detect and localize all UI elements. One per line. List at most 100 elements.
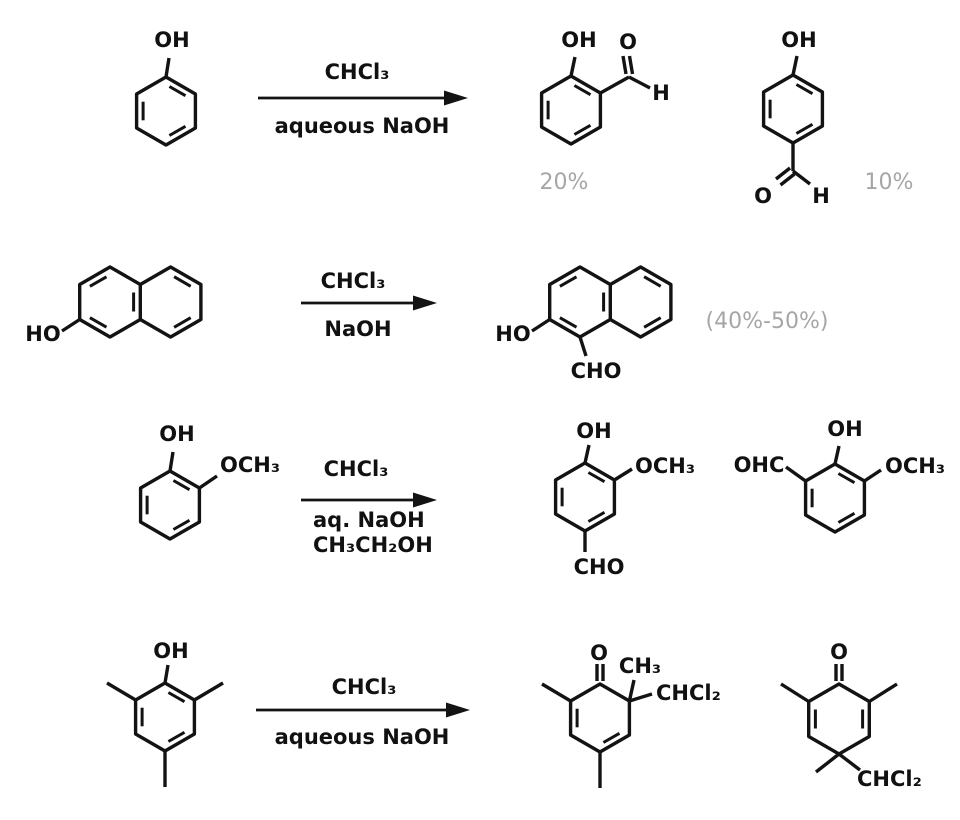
ho-label: HO: [495, 322, 530, 346]
cyclohexadienone-ring: [807, 682, 871, 756]
naphthalene-left-ring: [78, 265, 142, 339]
oh-label: OH: [781, 28, 816, 52]
ho-bond: [531, 318, 551, 333]
carbonyl-o-label: O: [590, 641, 608, 665]
yield-label: 20%: [540, 170, 589, 195]
reagent-below: NaOH: [324, 317, 391, 341]
oh-label: OH: [576, 419, 611, 443]
c-o-double-2: [627, 55, 635, 75]
cyclohexadienone-ring: [568, 682, 632, 754]
naphthalene-right-ring: [139, 265, 203, 339]
oh-label: OH: [153, 639, 188, 663]
benzene-ring: [553, 461, 617, 533]
arrow-head: [413, 295, 437, 311]
benzene-ring: [803, 462, 867, 534]
arrow-head: [446, 702, 470, 718]
reagent-below-2: CH₃CH₂OH: [313, 533, 433, 557]
double-bond: [587, 471, 606, 484]
oh-bond: [833, 445, 841, 465]
reagent-below: aqueous NaOH: [275, 725, 450, 749]
ring-cho-bond: [599, 75, 630, 95]
salicylaldehyde-structure: OH O H 20%: [540, 28, 670, 195]
oh-bond: [583, 444, 591, 464]
ho-label: HO: [25, 322, 60, 346]
aldehyde-h-label: H: [812, 184, 830, 208]
double-bond: [573, 123, 592, 136]
oh-label: OH: [561, 28, 596, 52]
reaction-arrow: CHCl₃ NaOH: [301, 269, 437, 341]
chcl2-bond: [837, 752, 862, 772]
benzene-ring: [134, 75, 198, 147]
c-o-double-1: [621, 55, 628, 75]
dienone-ortho-structure: O CH₃ CHCl₂: [541, 641, 721, 788]
c-h-bond: [791, 169, 812, 186]
reagent-above: CHCl₃: [321, 269, 386, 293]
ohc-label: OHC: [734, 453, 785, 477]
ortho-vanillin-structure: OH OHC OCH₃: [734, 417, 945, 534]
och3-bond: [198, 474, 218, 490]
double-bond: [168, 124, 187, 137]
oh-label: OH: [154, 28, 189, 52]
oh-bond: [163, 664, 170, 684]
double-bond: [559, 316, 578, 329]
reagent-below: aqueous NaOH: [275, 114, 450, 138]
naphthol-structure: HO: [25, 265, 203, 346]
och3-bond: [613, 467, 633, 482]
double-bond: [837, 472, 856, 485]
benzene-ring: [138, 469, 202, 541]
reaction-4: OH CHCl₃ aqueous NaOH O CH₃ CHCl₂: [106, 639, 922, 791]
naphthalene-left-ring: [548, 265, 612, 339]
double-bond: [795, 122, 814, 135]
chcl2-label: CHCl₂: [857, 767, 922, 791]
och3-label: OCH₃: [635, 454, 695, 478]
arrow-head: [413, 492, 437, 508]
reagent-below: aq. NaOH: [313, 508, 425, 532]
reaction-3: OH OCH₃ CHCl₃ aq. NaOH CH₃CH₂OH OH OCH₃ …: [138, 417, 945, 579]
oh-bond: [168, 451, 175, 472]
double-bond: [643, 275, 662, 288]
oh-bond: [791, 55, 799, 76]
reaction-1: OH CHCl₃ aqueous NaOH OH O H 20%: [134, 28, 913, 208]
double-bond: [602, 731, 621, 744]
methyl-bond: [780, 682, 810, 703]
oh-label: OH: [827, 417, 862, 441]
benzene-ring: [133, 681, 197, 753]
aldehyde-h-label: H: [652, 81, 670, 105]
arrow-head: [444, 90, 468, 106]
c-o-double-2: [779, 172, 796, 187]
reagent-above: CHCl₃: [332, 675, 397, 699]
c-o-double-1: [774, 166, 792, 181]
c-h-bond: [628, 75, 651, 90]
double-bond: [167, 730, 186, 743]
och3-label: OCH₃: [220, 453, 280, 477]
double-bond: [167, 691, 186, 704]
cho-label: CHO: [574, 555, 625, 579]
benzene-ring: [539, 74, 603, 146]
phenol-structure: OH: [134, 28, 198, 147]
hydroxynaphthaldehyde-structure: HO CHO (40%-50%): [495, 265, 829, 383]
naphthalene-right-ring: [609, 265, 673, 339]
carbonyl-o-label: O: [830, 640, 848, 664]
reagent-above: CHCl₃: [324, 457, 389, 481]
yield-label: (40%-50%): [706, 309, 829, 334]
reagent-above: CHCl₃: [325, 60, 390, 84]
double-bond: [172, 479, 191, 492]
double-bond: [172, 518, 191, 531]
double-bond: [795, 83, 814, 96]
double-bond: [573, 84, 592, 97]
ohc-bond: [785, 465, 807, 483]
double-bond: [89, 316, 108, 329]
carbonyl-o-label: O: [754, 184, 772, 208]
para-hydroxybenzaldehyde-structure: OH O H 10%: [754, 28, 913, 208]
oh-bond: [569, 56, 577, 77]
reaction-arrow: CHCl₃ aqueous NaOH: [258, 60, 468, 138]
oh-bond: [164, 57, 171, 78]
reaction-arrow: CHCl₃ aqueous NaOH: [256, 675, 470, 749]
och3-bond: [863, 468, 882, 483]
och3-label: OCH₃: [885, 454, 945, 478]
vanillin-structure: OH OCH₃ CHO: [553, 419, 695, 579]
cho-bond: [578, 336, 588, 357]
chcl2-label: CHCl₂: [656, 681, 721, 705]
